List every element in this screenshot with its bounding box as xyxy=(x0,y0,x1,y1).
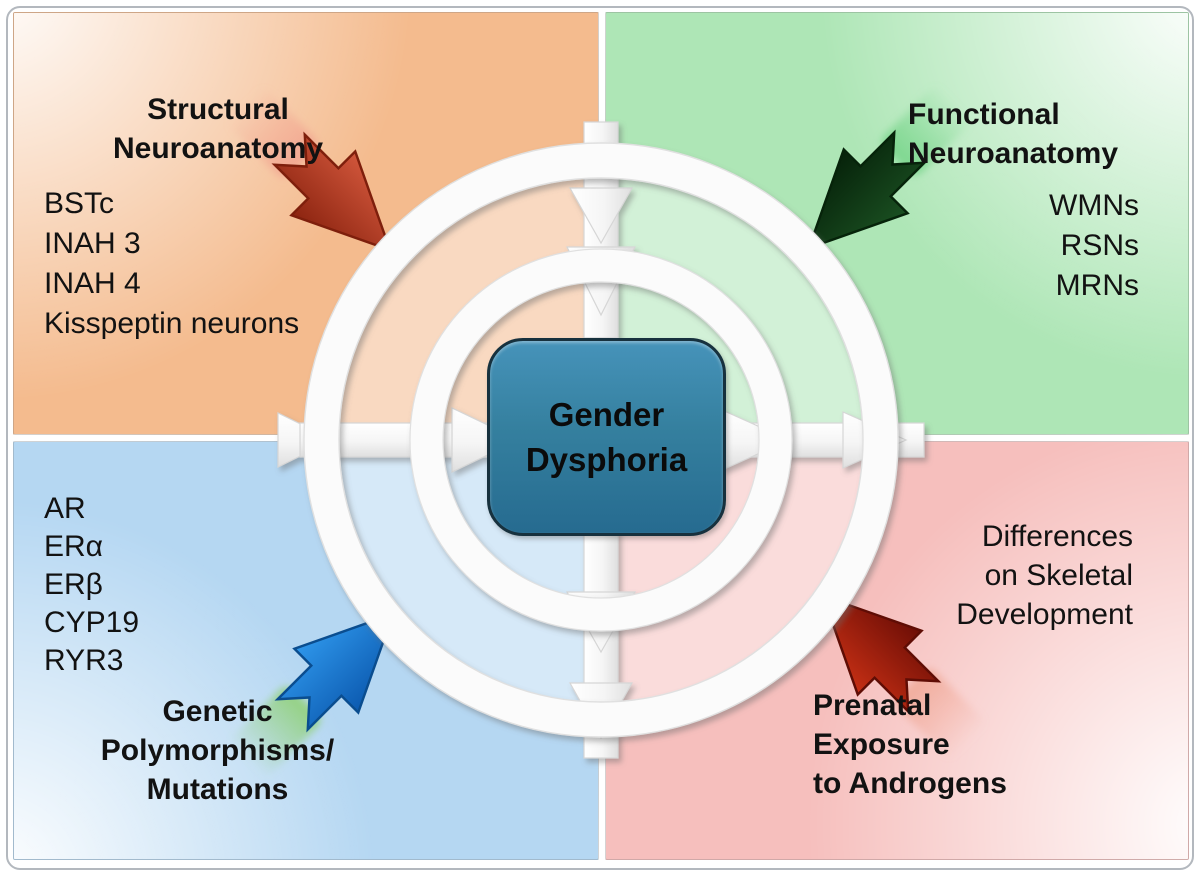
note-line: on Skeletal xyxy=(984,559,1133,592)
structural-neuroanatomy-title: Structural Neuroanatomy xyxy=(58,90,378,168)
title-line: to Androgens xyxy=(813,767,1007,800)
list-item: RSNs xyxy=(1060,229,1139,262)
title-line: Neuroanatomy xyxy=(908,137,1119,170)
list-item: CYP19 xyxy=(44,606,140,639)
title-line: Genetic xyxy=(162,695,273,728)
prenatal-exposure-title: Prenatal Exposure to Androgens xyxy=(813,686,1007,803)
functional-neuroanatomy-title: Functional Neuroanatomy xyxy=(908,95,1198,173)
list-item: INAH 4 xyxy=(44,267,141,300)
list-item: WMNs xyxy=(1049,189,1139,222)
list-item: Kisspeptin neurons xyxy=(44,307,300,340)
title-line: Prenatal xyxy=(813,689,932,722)
list-item: ERα xyxy=(44,530,104,563)
title-line: Functional xyxy=(908,98,1060,131)
list-item: ERβ xyxy=(44,568,103,601)
title-line: Neuroanatomy xyxy=(112,132,324,165)
list-item: INAH 3 xyxy=(44,227,141,260)
list-item: MRNs xyxy=(1055,269,1139,302)
title-line: Structural xyxy=(147,93,289,126)
note-line: Development xyxy=(956,598,1133,631)
center-label-line: Gender xyxy=(548,396,665,433)
title-line: Polymorphisms/ xyxy=(100,734,335,767)
list-item: BSTc xyxy=(44,187,115,220)
skeletal-development-note: Differences on Skeletal Development xyxy=(956,517,1133,634)
gender-dysphoria-box: Gender Dysphoria xyxy=(487,338,726,536)
center-label-line: Dysphoria xyxy=(525,441,688,478)
note-line: Differences xyxy=(981,520,1133,553)
title-line: Exposure xyxy=(813,728,950,761)
genetic-polymorphisms-list: AR ERα ERβ CYP19 RYR3 xyxy=(44,490,139,680)
genetic-polymorphisms-title: Genetic Polymorphisms/ Mutations xyxy=(55,692,380,809)
list-item: AR xyxy=(44,492,86,525)
title-line: Mutations xyxy=(146,773,289,806)
functional-neuroanatomy-list: WMNs RSNs MRNs xyxy=(1049,186,1139,306)
structural-neuroanatomy-list: BSTc INAH 3 INAH 4 Kisspeptin neurons xyxy=(44,184,299,344)
list-item: RYR3 xyxy=(44,644,124,677)
